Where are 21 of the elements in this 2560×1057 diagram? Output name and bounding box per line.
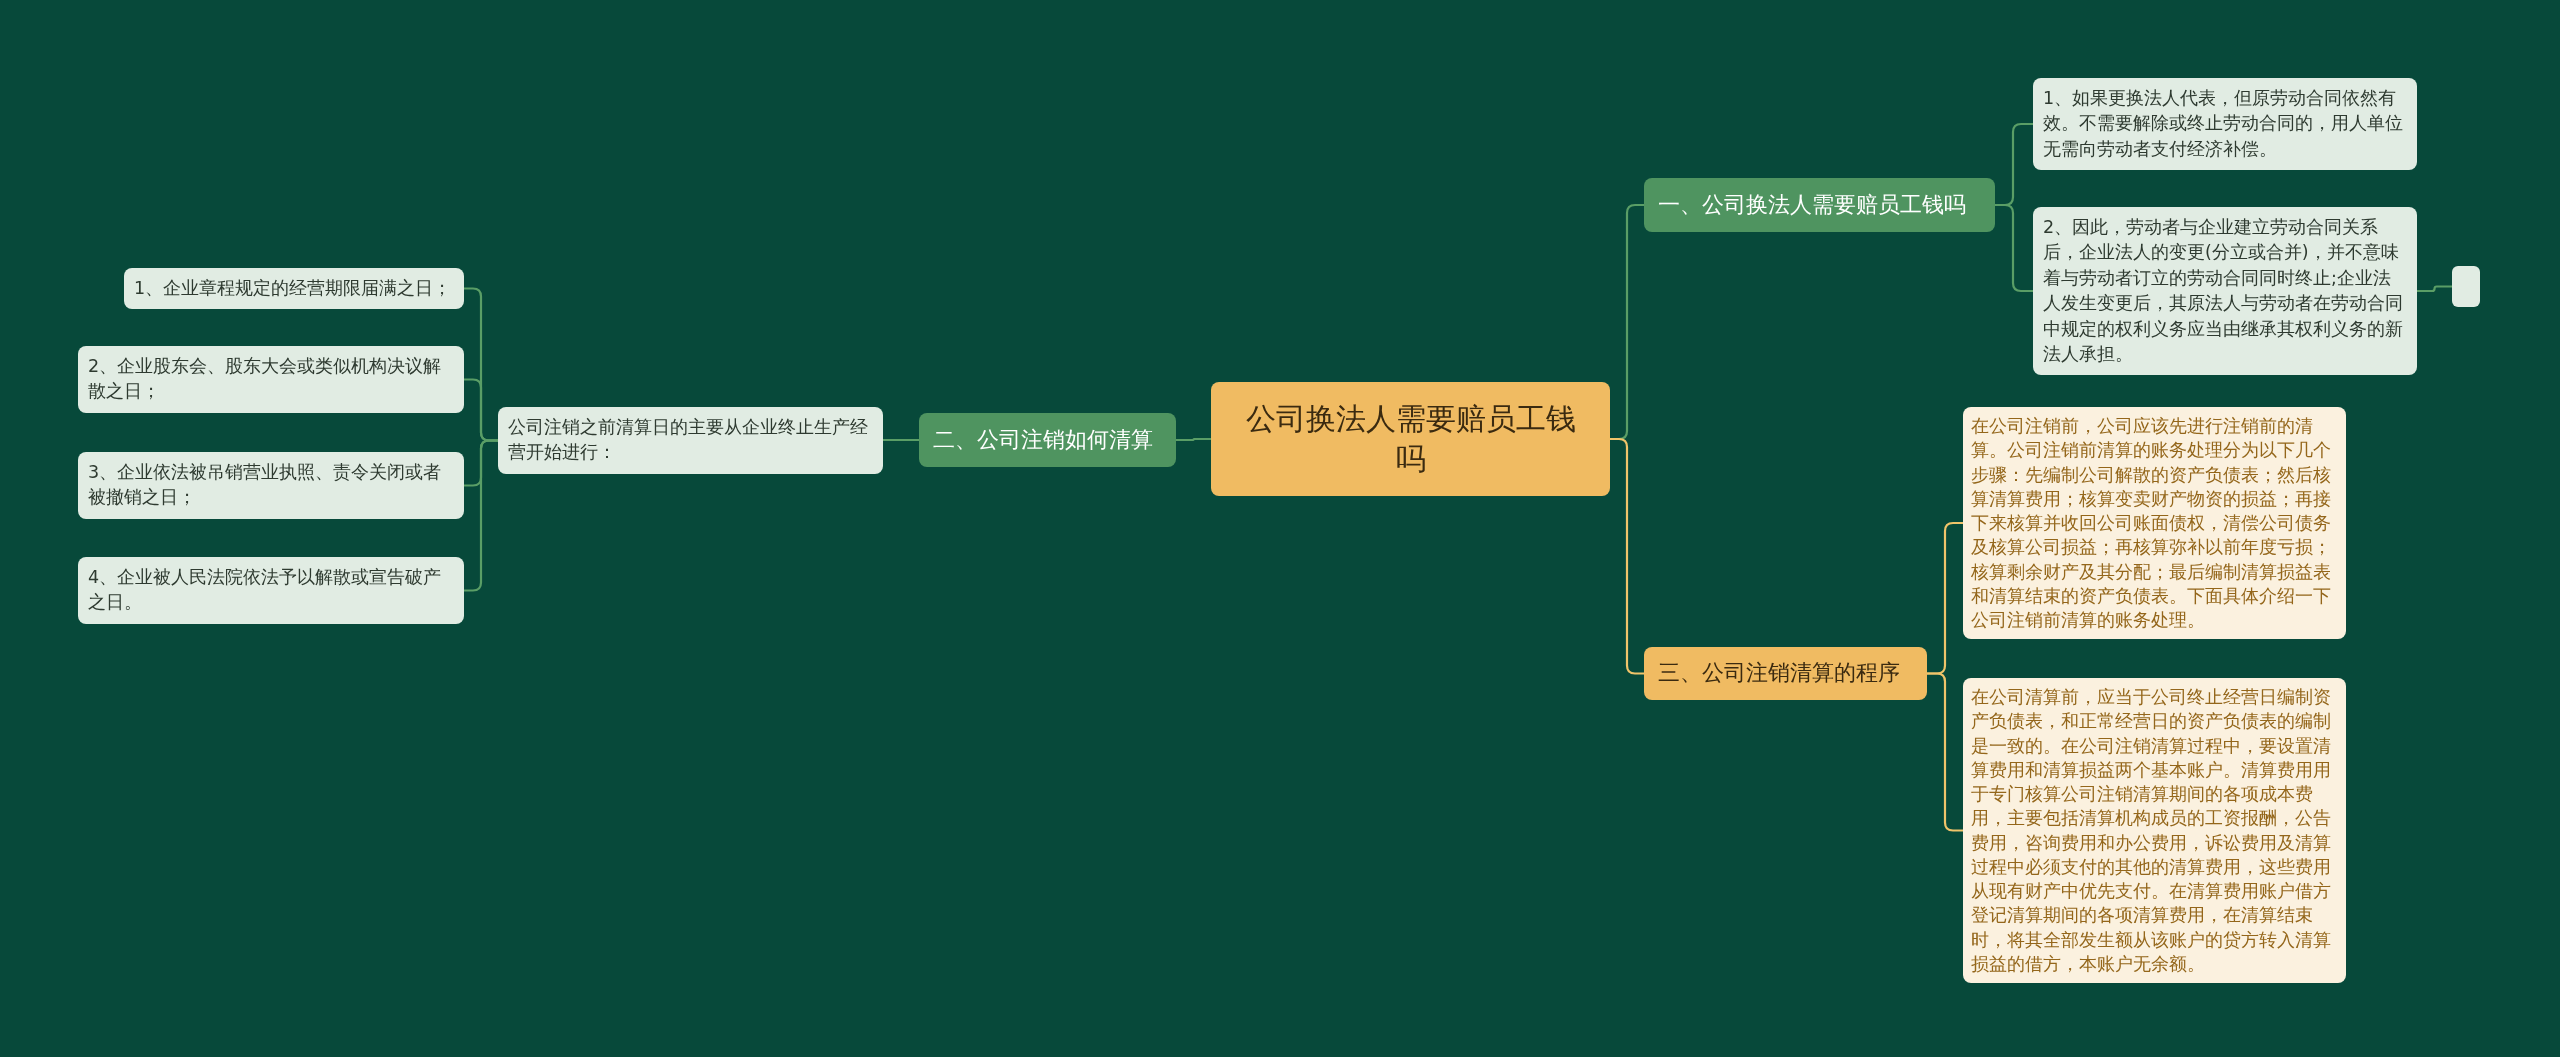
text-box: 在公司注销前，公司应该先进行注销前的清算。公司注销前清算的账务处理分为以下几个步骤：先编制公司解散的资产负债表；然后核算清算费用；核算变卖财产物资的损益；再接下来核算并收回公司账面债权，清偿公司债务及核算公司损益；再核算弥补以前年度亏损；核算剩余财产及其分配；最后编制清算损益表和清算结束的资产负债表。下面具体介绍一下公司注销前清算的账务处理。 [1963,407,2346,640]
branch-box: 一、公司换法人需要赔员工钱吗 [1644,178,1995,232]
text-box: 4、企业被人民法院依法予以解散或宣告破产之日。 [78,557,464,624]
empty-box [2452,266,2480,307]
topic-box: 公司换法人需要赔员工钱吗 [1211,382,1610,496]
text-box: 2、企业股东会、股东大会或类似机构决议解散之日； [78,346,464,413]
text-box: 在公司清算前，应当于公司终止经营日编制资产负债表，和正常经营日的资产负债表的编制是一致的。在公司注销清算过程中，要设置清算费用和清算损益两个基本账户。清算费用用于专门核算公司注销清算期间的各项成本费用，主要包括清算机构成员的工资报酬，公告费用，咨询费用和办公费用，诉讼费用及清算过程中必须支付的其他的清算费用，这些费用从现有财产中优先支付。在清算费用账户借方登记清算期间的各项清算费用，在清算结束时，将其全部发生额从该账户的贷方转入清算损益的借方，本账户无余额。 [1963,678,2346,984]
text-box: 1、如果更换法人代表，但原劳动合同依然有效。不需要解除或终止劳动合同的，用人单位无需向劳动者支付经济补偿。 [2033,78,2417,171]
connector-line [883,438,919,442]
text-box: 2、因此，劳动者与企业建立劳动合同关系后，企业法人的变更(分立或合并)，并不意味着与劳动者订立的劳动合同同时终止;企业法人发生变更后，其原法人与劳动者在劳动合同中规定的权利义务应当由继承其权利义务的新法人承担。 [2033,207,2417,376]
connector-line [464,439,498,592]
branch-box: 二、公司注销如何清算 [919,413,1176,467]
text-box: 1、企业章程规定的经营期限届满之日； [124,268,464,310]
connector-line [1995,203,2033,293]
text-box: 3、企业依法被吊销营业执照、责令关闭或者被撤销之日； [78,452,464,519]
connector-line [1610,437,1644,675]
text-box: 公司注销之前清算日的主要从企业终止生产经营开始进行： [498,407,883,474]
connector-line [1176,437,1211,442]
connector-line [1927,672,1963,832]
connector-line [2417,285,2452,293]
branch-box: 三、公司注销清算的程序 [1644,647,1927,700]
